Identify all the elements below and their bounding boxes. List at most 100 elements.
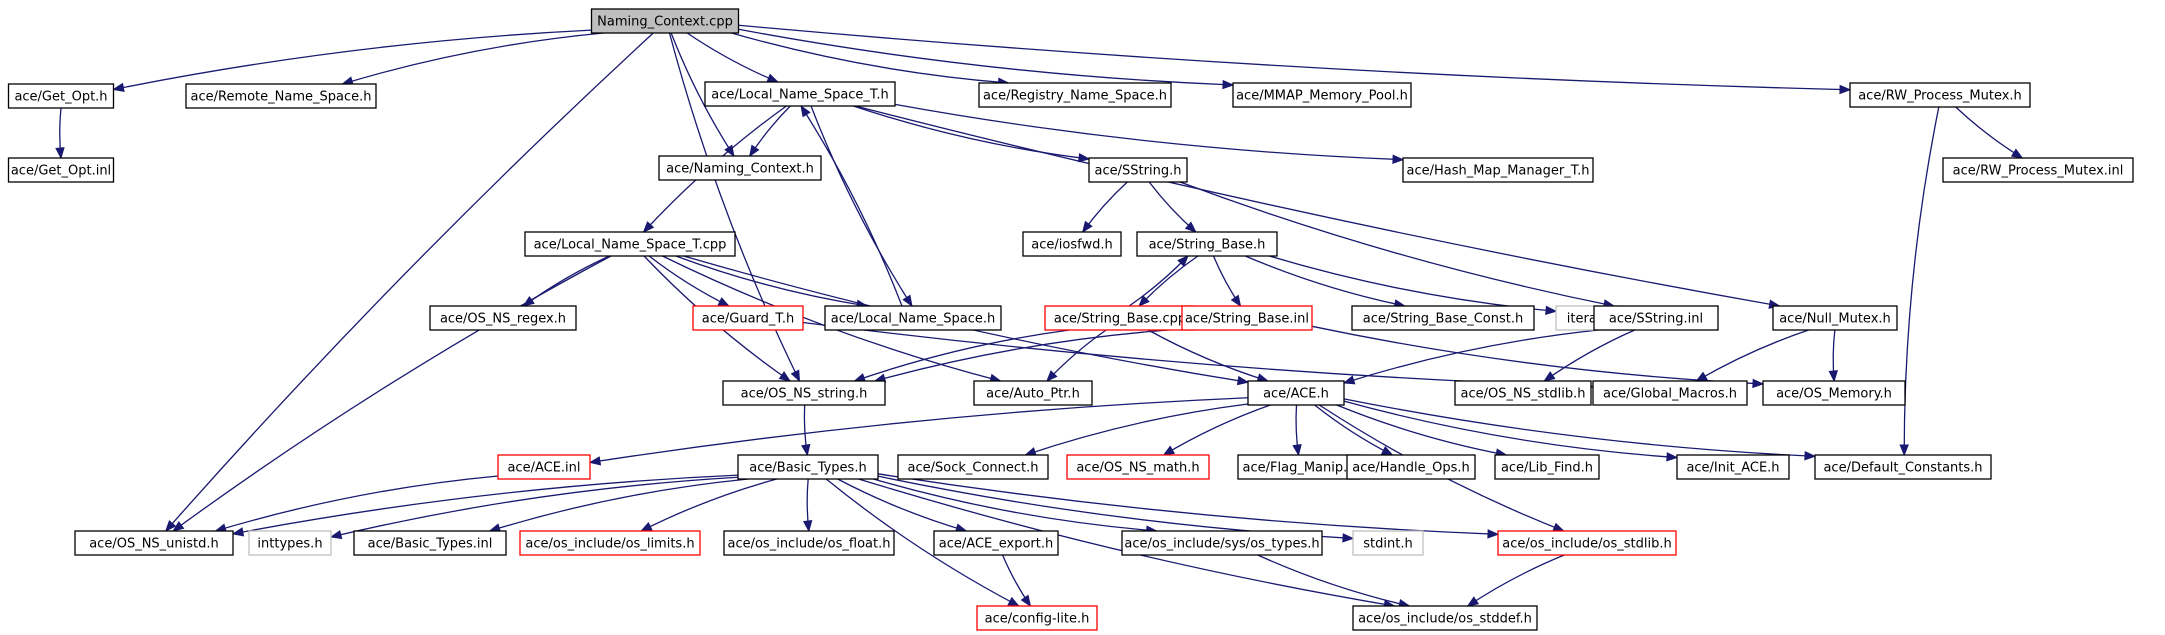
node-box[interactable] <box>1454 380 1592 406</box>
node-os-memory-h[interactable]: ace/OS_Memory.h <box>1762 380 1906 406</box>
node-box[interactable] <box>1237 454 1361 480</box>
node-os-limits-h[interactable]: ace/os_include/os_limits.h <box>519 530 701 556</box>
node-string-base-inl[interactable]: ace/String_Base.inl <box>1181 305 1313 331</box>
node-box[interactable] <box>7 157 115 183</box>
node-ace-export-h[interactable]: ace/ACE_export.h <box>933 530 1059 556</box>
node-os-stdlib-h[interactable]: ace/os_include/os_stdlib.h <box>1497 530 1677 556</box>
node-box[interactable] <box>1593 305 1719 331</box>
node-box[interactable] <box>1352 530 1424 556</box>
node-flag-manip-h[interactable]: ace/Flag_Manip.h <box>1237 454 1361 480</box>
node-box[interactable] <box>74 530 234 556</box>
node-box[interactable] <box>1352 605 1538 631</box>
node-box[interactable] <box>824 305 1002 331</box>
node-sock-connect-h[interactable]: ace/Sock_Connect.h <box>897 454 1049 480</box>
node-os-ns-string-h[interactable]: ace/OS_NS_string.h <box>722 380 886 406</box>
node-registry-name-space-h[interactable]: ace/Registry_Name_Space.h <box>978 82 1172 108</box>
node-box[interactable] <box>429 305 577 331</box>
node-box[interactable] <box>973 380 1093 406</box>
node-box[interactable] <box>978 82 1172 108</box>
node-box[interactable] <box>1402 157 1594 183</box>
node-remote-name-space-h[interactable]: ace/Remote_Name_Space.h <box>185 83 377 109</box>
node-null-mutex-h[interactable]: ace/Null_Mutex.h <box>1772 305 1898 331</box>
node-handle-ops-h[interactable]: ace/Handle_Ops.h <box>1346 454 1476 480</box>
node-os-float-h[interactable]: ace/os_include/os_float.h <box>723 530 895 556</box>
node-box[interactable] <box>1814 454 1992 480</box>
node-string-base-cpp[interactable]: ace/String_Base.cpp <box>1044 305 1196 331</box>
node-box[interactable] <box>1088 157 1188 183</box>
node-iosfwd-h[interactable]: ace/iosfwd.h <box>1022 231 1122 257</box>
node-lib-find-h[interactable]: ace/Lib_Find.h <box>1494 454 1600 480</box>
node-box[interactable] <box>1066 454 1210 480</box>
node-label: ace/ACE.h <box>1263 387 1329 402</box>
node-string-base-const-h[interactable]: ace/String_Base_Const.h <box>1351 305 1535 331</box>
node-box[interactable] <box>1232 82 1412 108</box>
node-box[interactable] <box>590 8 740 34</box>
node-box[interactable] <box>248 530 332 556</box>
node-basic-types-h[interactable]: ace/Basic_Types.h <box>737 454 879 480</box>
node-box[interactable] <box>976 605 1098 631</box>
node-box[interactable] <box>185 83 377 109</box>
node-box[interactable] <box>722 380 886 406</box>
node-box[interactable] <box>1247 380 1345 406</box>
node-auto-ptr-h[interactable]: ace/Auto_Ptr.h <box>973 380 1093 406</box>
node-stdint-h[interactable]: stdint.h <box>1352 530 1424 556</box>
node-box[interactable] <box>737 454 879 480</box>
node-get-opt-inl[interactable]: ace/Get_Opt.inl <box>7 157 115 183</box>
node-box[interactable] <box>1762 380 1906 406</box>
node-box[interactable] <box>1494 454 1600 480</box>
node-naming-context-cpp[interactable]: Naming_Context.cpp <box>590 8 740 34</box>
node-os-ns-regex-h[interactable]: ace/OS_NS_regex.h <box>429 305 577 331</box>
node-basic-types-inl[interactable]: ace/Basic_Types.inl <box>353 530 507 556</box>
node-box[interactable] <box>1592 380 1748 406</box>
node-box[interactable] <box>497 454 591 480</box>
node-box[interactable] <box>519 530 701 556</box>
node-box[interactable] <box>704 81 896 107</box>
node-os-types-h[interactable]: ace/os_include/sys/os_types.h <box>1121 530 1323 556</box>
node-get-opt-h[interactable]: ace/Get_Opt.h <box>7 83 115 109</box>
node-os-ns-math-h[interactable]: ace/OS_NS_math.h <box>1066 454 1210 480</box>
node-guard-t-h[interactable]: ace/Guard_T.h <box>692 305 804 331</box>
node-box[interactable] <box>1136 231 1278 257</box>
node-box[interactable] <box>933 530 1059 556</box>
node-sstring-h[interactable]: ace/SString.h <box>1088 157 1188 183</box>
node-box[interactable] <box>1121 530 1323 556</box>
node-box[interactable] <box>1022 231 1122 257</box>
node-box[interactable] <box>658 155 822 181</box>
node-box[interactable] <box>1497 530 1677 556</box>
node-local-name-space-h[interactable]: ace/Local_Name_Space.h <box>824 305 1002 331</box>
node-local-name-space-t-cpp[interactable]: ace/Local_Name_Space_T.cpp <box>524 231 736 257</box>
node-ace-h[interactable]: ace/ACE.h <box>1247 380 1345 406</box>
node-rw-process-mutex-h[interactable]: ace/RW_Process_Mutex.h <box>1849 82 2031 108</box>
node-config-lite-h[interactable]: ace/config-lite.h <box>976 605 1098 631</box>
node-os-ns-stdlib-h[interactable]: ace/OS_NS_stdlib.h <box>1454 380 1592 406</box>
node-hash-map-manager-t-h[interactable]: ace/Hash_Map_Manager_T.h <box>1402 157 1594 183</box>
node-os-ns-unistd-h[interactable]: ace/OS_NS_unistd.h <box>74 530 234 556</box>
node-box[interactable] <box>1181 305 1313 331</box>
node-mmap-memory-pool-h[interactable]: ace/MMAP_Memory_Pool.h <box>1232 82 1412 108</box>
node-default-constants-h[interactable]: ace/Default_Constants.h <box>1814 454 1992 480</box>
node-box[interactable] <box>692 305 804 331</box>
node-ace-inl[interactable]: ace/ACE.inl <box>497 454 591 480</box>
node-box[interactable] <box>723 530 895 556</box>
node-string-base-h[interactable]: ace/String_Base.h <box>1136 231 1278 257</box>
node-box[interactable] <box>1346 454 1476 480</box>
node-box[interactable] <box>353 530 507 556</box>
node-inttypes-h[interactable]: inttypes.h <box>248 530 332 556</box>
node-box[interactable] <box>1044 305 1196 331</box>
node-box[interactable] <box>1942 157 2134 183</box>
node-global-macros-h[interactable]: ace/Global_Macros.h <box>1592 380 1748 406</box>
node-os-stddef-h[interactable]: ace/os_include/os_stddef.h <box>1352 605 1538 631</box>
node-init-ace-h[interactable]: ace/Init_ACE.h <box>1676 454 1790 480</box>
node-box[interactable] <box>1351 305 1535 331</box>
node-box[interactable] <box>7 83 115 109</box>
node-naming-context-h[interactable]: ace/Naming_Context.h <box>658 155 822 181</box>
node-box[interactable] <box>1676 454 1790 480</box>
node-box[interactable] <box>1849 82 2031 108</box>
node-rw-process-mutex-inl[interactable]: ace/RW_Process_Mutex.inl <box>1942 157 2134 183</box>
node-box[interactable] <box>1772 305 1898 331</box>
node-label: ace/Guard_T.h <box>702 312 794 327</box>
node-local-name-space-t-h[interactable]: ace/Local_Name_Space_T.h <box>704 81 896 107</box>
node-box[interactable] <box>524 231 736 257</box>
node-sstring-inl[interactable]: ace/SString.inl <box>1593 305 1719 331</box>
node-box[interactable] <box>897 454 1049 480</box>
